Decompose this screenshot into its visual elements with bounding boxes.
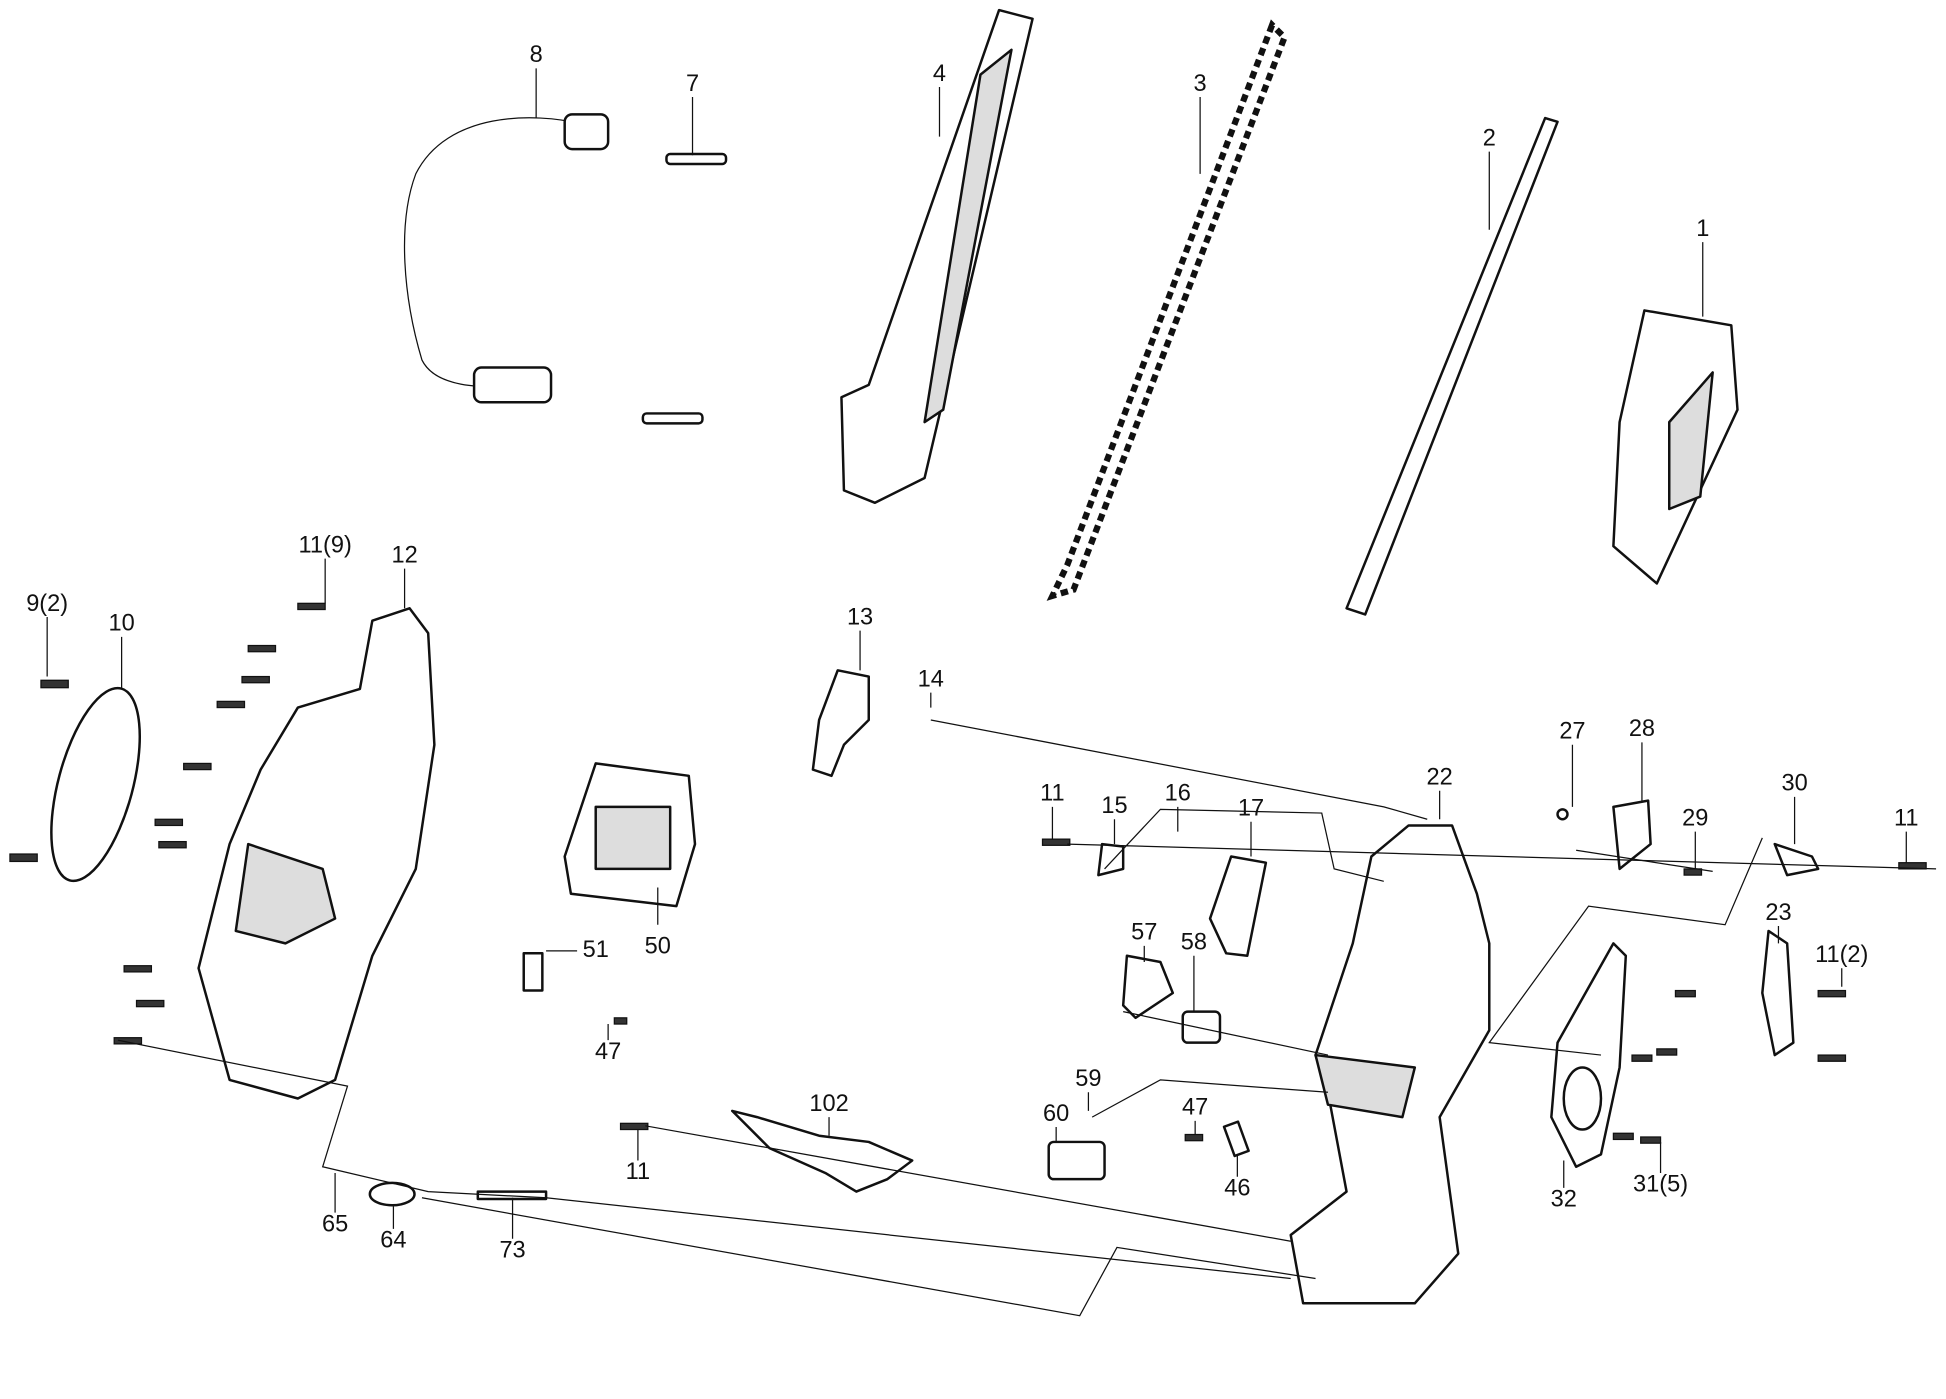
callout: 2 (1483, 124, 1496, 150)
callout: 50 (645, 932, 671, 958)
callout: 11(2) (1815, 941, 1868, 967)
callout: 11 (626, 1158, 650, 1184)
callout: 47 (1182, 1094, 1208, 1120)
callout: 65 (322, 1210, 348, 1236)
side-cover (1612, 309, 1739, 585)
screws (9, 602, 1927, 1144)
callout: 11(9) (299, 531, 352, 557)
callout: 10 (109, 610, 135, 636)
front-handle (392, 105, 610, 404)
right-housing (1289, 824, 1491, 1305)
small-parts (368, 799, 1820, 1207)
callout: 14 (918, 665, 944, 691)
left-housing (197, 607, 436, 1100)
battery-latch (563, 762, 697, 908)
callout: 9(2) (26, 590, 68, 616)
callout: 7 (686, 70, 699, 96)
callout: 23 (1765, 899, 1791, 925)
callout: 3 (1194, 70, 1207, 96)
guide-bar (1345, 116, 1559, 616)
trigger-switch (730, 1109, 914, 1193)
callout: 31(5) (1633, 1171, 1688, 1197)
callout: 47 (595, 1038, 621, 1064)
callout: 8 (530, 41, 543, 67)
callout: 4 (933, 60, 946, 86)
saw-chain (1046, 19, 1289, 601)
callout: 12 (391, 541, 417, 567)
callouts: 8 7 4 3 2 1 11(9) 12 9(2) 10 13 14 22 27… (26, 41, 1918, 1262)
sprocket-cover (1550, 942, 1628, 1169)
callout: 32 (1551, 1185, 1577, 1211)
callout: 29 (1682, 804, 1708, 830)
callout: 73 (499, 1236, 525, 1262)
callout: 1 (1696, 215, 1709, 241)
callout: 60 (1043, 1100, 1069, 1126)
callout: 17 (1238, 795, 1264, 821)
pin-7 (641, 152, 728, 425)
callout: 16 (1165, 780, 1191, 806)
bar-guard (840, 8, 1034, 505)
chain-brake-lever (811, 669, 870, 778)
callout: 22 (1427, 764, 1453, 790)
leader-lines (46, 68, 1937, 1317)
callout: 28 (1629, 715, 1655, 741)
callout: 30 (1781, 770, 1807, 796)
callout: 11 (1894, 804, 1918, 830)
callout: 46 (1224, 1174, 1250, 1200)
callout: 51 (583, 936, 609, 962)
callout: 13 (847, 603, 873, 629)
callout: 11 (1040, 780, 1064, 806)
callout: 59 (1075, 1065, 1101, 1091)
callout: 64 (380, 1226, 406, 1252)
motor-cover (50, 686, 142, 883)
callout: 15 (1101, 792, 1127, 818)
callout: 102 (809, 1090, 848, 1116)
callout: 27 (1559, 718, 1585, 744)
callout: 57 (1131, 919, 1157, 945)
callout: 58 (1181, 929, 1207, 955)
